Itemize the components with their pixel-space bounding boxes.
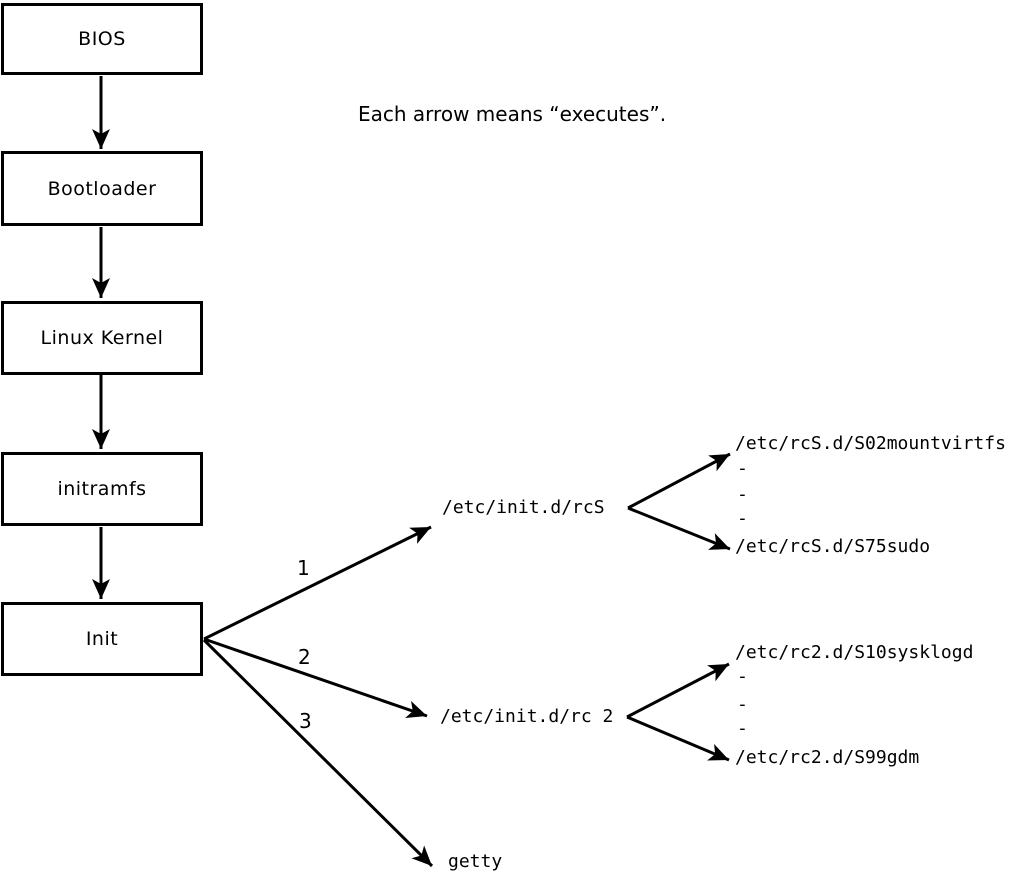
- rc2-ellipsis-dash: -: [737, 694, 748, 715]
- branch-order-3: 3: [299, 709, 312, 733]
- rc2-ellipsis-dash: -: [737, 718, 748, 739]
- arrow-rcS-to-last-script: [627, 506, 731, 551]
- arrow-rc2-to-last-script: [626, 715, 730, 762]
- branch-target-getty: getty: [448, 851, 503, 872]
- branch-order-2: 2: [298, 645, 311, 669]
- branch-order-1: 1: [297, 556, 310, 580]
- arrow-rc2-to-first-script: [626, 662, 730, 719]
- box-bootloader: Bootloader: [1, 151, 203, 226]
- rcS-ellipsis-dash: -: [737, 484, 748, 505]
- arrow-init-to-rcS: [203, 525, 432, 641]
- box-bootloader-label: Bootloader: [47, 177, 157, 200]
- box-init-label: Init: [85, 628, 119, 650]
- box-bios: BIOS: [1, 3, 203, 75]
- branch-target-rcS: /etc/init.d/rcS: [442, 497, 605, 518]
- rc2-ellipsis-dash: -: [737, 666, 748, 687]
- box-initramfs-label: initramfs: [57, 478, 147, 500]
- box-initramfs: initramfs: [1, 452, 203, 526]
- arrow-rcS-to-first-script: [627, 452, 731, 510]
- branch-target-rc2: /etc/init.d/rc 2: [440, 706, 614, 727]
- box-bios-label: BIOS: [78, 28, 126, 50]
- rc2-first-script: /etc/rc2.d/S10sysklogd: [735, 642, 974, 663]
- rcS-first-script: /etc/rcS.d/S02mountvirtfs: [735, 433, 1006, 454]
- rcS-ellipsis-dash: -: [737, 458, 748, 479]
- arrow-init-to-rc2: [203, 637, 428, 718]
- rc2-last-script: /etc/rc2.d/S99gdm: [735, 747, 920, 768]
- box-linux-kernel-label: Linux Kernel: [40, 327, 164, 349]
- rcS-ellipsis-dash: -: [737, 508, 748, 529]
- box-init: Init: [1, 602, 203, 676]
- arrow-init-to-getty: [202, 638, 434, 868]
- box-linux-kernel: Linux Kernel: [1, 301, 203, 375]
- legend-note: Each arrow means “executes”.: [358, 102, 667, 126]
- rcS-last-script: /etc/rcS.d/S75sudo: [735, 536, 931, 557]
